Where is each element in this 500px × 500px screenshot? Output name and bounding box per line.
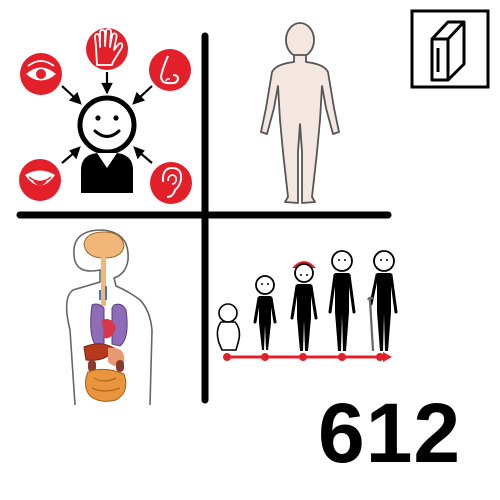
mouth-icon — [19, 159, 61, 201]
life-stages-icon — [216, 250, 398, 362]
child-figure — [253, 275, 277, 350]
book-icon — [410, 9, 490, 89]
kidney-left — [88, 360, 96, 372]
teen-figure — [290, 261, 318, 351]
brain — [83, 231, 125, 259]
nose-icon — [149, 49, 191, 91]
baby-figure — [216, 303, 241, 351]
kidney-right — [116, 360, 124, 372]
senses-quadrant — [19, 28, 192, 204]
eye-icon — [20, 53, 62, 95]
hand-icon — [86, 28, 128, 70]
quadrant-divider — [16, 32, 392, 404]
heart — [102, 319, 116, 339]
elderly-figure — [367, 250, 398, 352]
adult-figure — [328, 250, 356, 351]
body-outline-icon — [260, 22, 340, 204]
sense-arrows — [61, 72, 153, 164]
internal-organs-icon — [65, 229, 153, 406]
ear-icon — [150, 162, 192, 204]
intestines — [84, 368, 127, 402]
senses-person-icon — [77, 95, 137, 193]
pictogram-code: 612 — [318, 386, 462, 480]
